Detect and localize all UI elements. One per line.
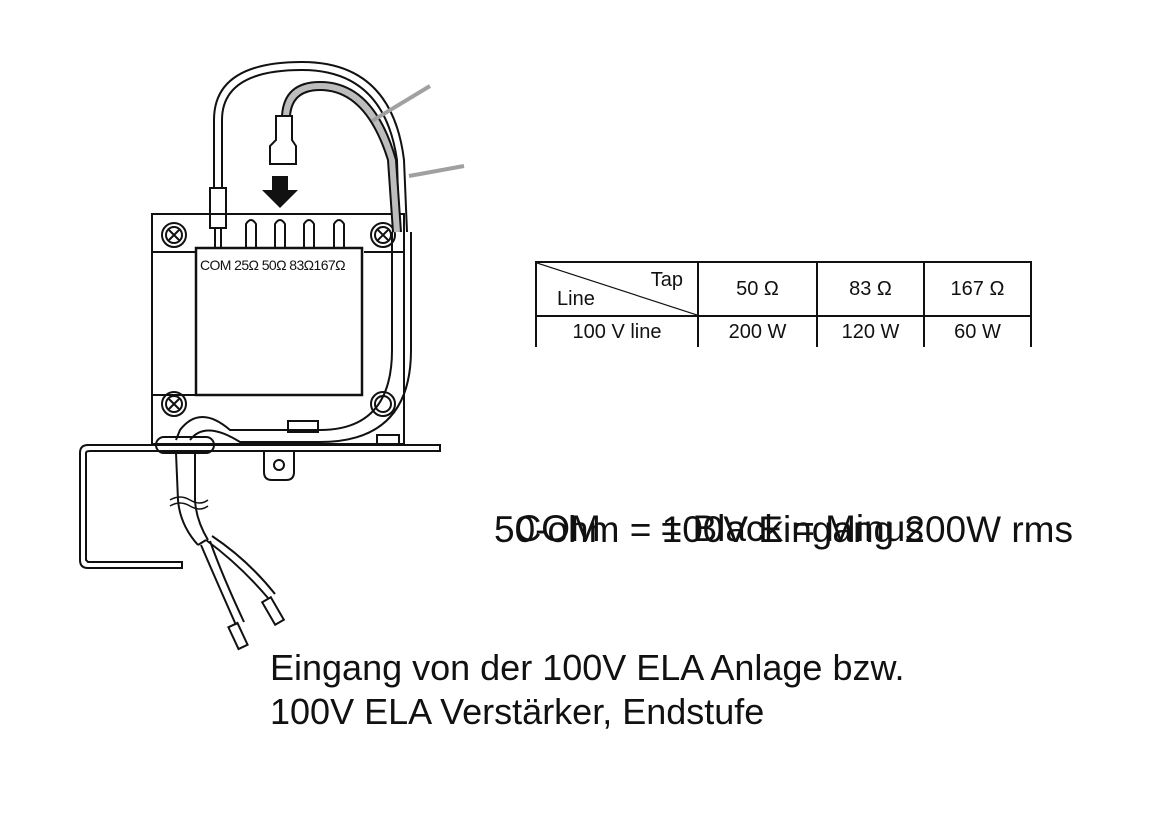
tap-connector	[269, 115, 297, 165]
com-wire	[213, 60, 408, 233]
caption-line-2: 100V ELA Verstärker, Endstufe	[270, 691, 765, 732]
output-cable	[175, 232, 393, 441]
com-connector	[209, 187, 227, 229]
pointer-line	[408, 164, 465, 178]
com-note-value: = Black = Minus	[660, 508, 924, 549]
mounting-tab	[263, 451, 295, 481]
pointer-line	[370, 84, 432, 123]
terminal-pins	[245, 219, 345, 248]
com-note-key: COM	[514, 508, 601, 549]
table-header: 83 Ω	[816, 261, 925, 317]
terminal-label: COM	[200, 257, 231, 273]
caption-line-1: Eingang von der 100V ELA Anlage bzw.	[270, 647, 905, 688]
table-corner-cell: Tap Line	[535, 261, 699, 317]
tap-table: Tap Line 50 Ω 83 Ω 167 Ω 100 V line 200 …	[535, 261, 1032, 347]
wire-end	[260, 595, 286, 627]
terminal-label: 50Ω	[261, 257, 287, 273]
screw-icon	[161, 391, 187, 417]
arrow-down-icon	[262, 176, 298, 208]
table-row: 100 V line 200 W 120 W 60 W	[535, 315, 1032, 347]
terminal-label: 83Ω	[289, 257, 314, 273]
corner-line-label: Line	[557, 288, 595, 310]
com-note: COM = Black = Minus	[494, 463, 924, 551]
table-header: 50 Ω	[697, 261, 818, 317]
ohm-note: 50-ohm = 100V Eingang 200W rms	[494, 509, 1073, 550]
terminal-label-row: COM 25Ω 50Ω 83Ω167Ω	[200, 257, 346, 273]
table-cell: 60 W	[923, 315, 1032, 347]
tap-wire	[282, 81, 401, 233]
table-cell: 120 W	[816, 315, 925, 347]
transformer-core	[194, 246, 364, 397]
table-cell: 200 W	[697, 315, 818, 347]
corner-tap-label: Tap	[650, 269, 683, 291]
input-cable	[175, 452, 199, 546]
table-header: 167 Ω	[923, 261, 1032, 317]
screw-icon	[161, 222, 187, 248]
diagonal-divider	[537, 263, 697, 315]
grommet	[155, 436, 215, 454]
terminal-label: 25Ω	[234, 257, 259, 273]
table-header-row: Tap Line 50 Ω 83 Ω 167 Ω	[535, 261, 1032, 317]
table-row-label: 100 V line	[535, 315, 699, 347]
terminal-label: 167Ω	[313, 257, 346, 273]
transformer-frame	[151, 213, 405, 445]
wire-end	[227, 621, 249, 651]
mounting-bracket	[79, 444, 441, 569]
